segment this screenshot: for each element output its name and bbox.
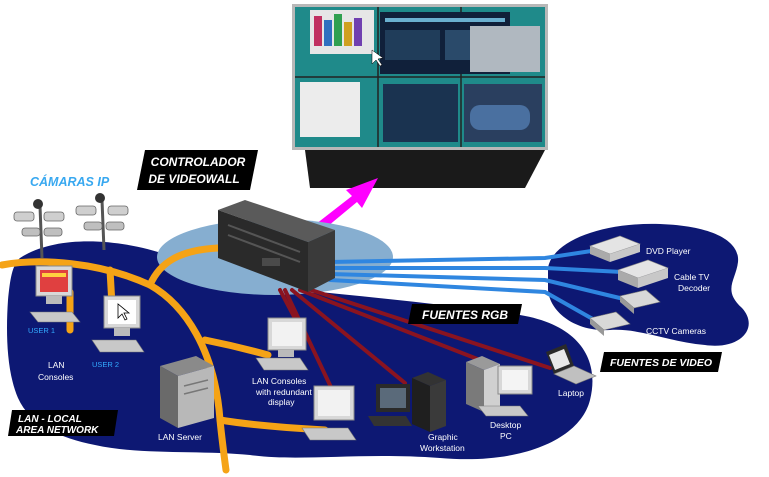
laptop-icon	[546, 344, 597, 385]
rack-server-icon	[218, 200, 335, 292]
cable-decoder-icon	[617, 259, 669, 288]
monitor-icon	[91, 295, 145, 353]
video-cable	[328, 248, 630, 324]
controlador-line2: DE VIDEOWALL	[148, 172, 239, 186]
cctv-label: CCTV Cameras	[646, 326, 706, 336]
fuentes-video-tag: FUENTES DE VIDEO	[600, 352, 722, 372]
redundant-label-3: display	[268, 397, 295, 407]
controlador-line1: CONTROLADOR	[151, 155, 246, 169]
monitor-icon	[301, 385, 357, 441]
cctv-camera-icon	[619, 289, 661, 314]
security-camera-icon	[13, 199, 65, 259]
lan-line2: AREA NETWORK	[15, 425, 99, 436]
monitor-icon	[29, 265, 81, 323]
graphic-label-1: Graphic	[428, 432, 459, 442]
desktop-label-2: PC	[500, 431, 512, 441]
cable-tv-label-2: Decoder	[678, 283, 710, 293]
security-camera-icon	[75, 193, 129, 251]
tower-pc-icon	[368, 372, 446, 432]
dvd-label: DVD Player	[646, 246, 691, 256]
lan-server-label: LAN Server	[158, 432, 202, 442]
graphic-label-2: Workstation	[420, 443, 465, 453]
laptop-label: Laptop	[558, 388, 584, 398]
tower-pc-icon	[466, 356, 533, 417]
lan-tag: LAN - LOCAL AREA NETWORK	[8, 410, 118, 436]
videowall-display-icon	[292, 4, 548, 188]
user1-label: USER 1	[28, 326, 55, 335]
redundant-label-1: LAN Consoles	[252, 376, 306, 386]
fuentes-video-label: FUENTES DE VIDEO	[610, 357, 712, 369]
lan-cable	[0, 244, 329, 474]
lan-consoles-label-2: Consoles	[38, 372, 73, 382]
fuentes-rgb-label: FUENTES RGB	[422, 308, 508, 322]
controlador-tag: CONTROLADOR DE VIDEOWALL	[137, 150, 258, 190]
lan-line1: LAN - LOCAL	[18, 414, 82, 425]
user2-label: USER 2	[92, 360, 119, 369]
lan-consoles-label-1: LAN	[48, 360, 65, 370]
tower-pc-icon	[160, 356, 214, 428]
rgb-cable	[278, 286, 552, 404]
dvd-player-icon	[589, 235, 641, 262]
cable-tv-label-1: Cable TV	[674, 272, 710, 282]
desktop-label-1: Desktop	[490, 420, 521, 430]
camaras-ip-label: CÁMARAS IP	[30, 174, 110, 189]
cctv-camera-icon	[589, 311, 631, 336]
redundant-label-2: with redundant	[255, 387, 312, 397]
monitor-icon	[255, 317, 309, 371]
arrow-icon	[316, 178, 378, 231]
fuentes-rgb-tag: FUENTES RGB	[408, 304, 522, 324]
